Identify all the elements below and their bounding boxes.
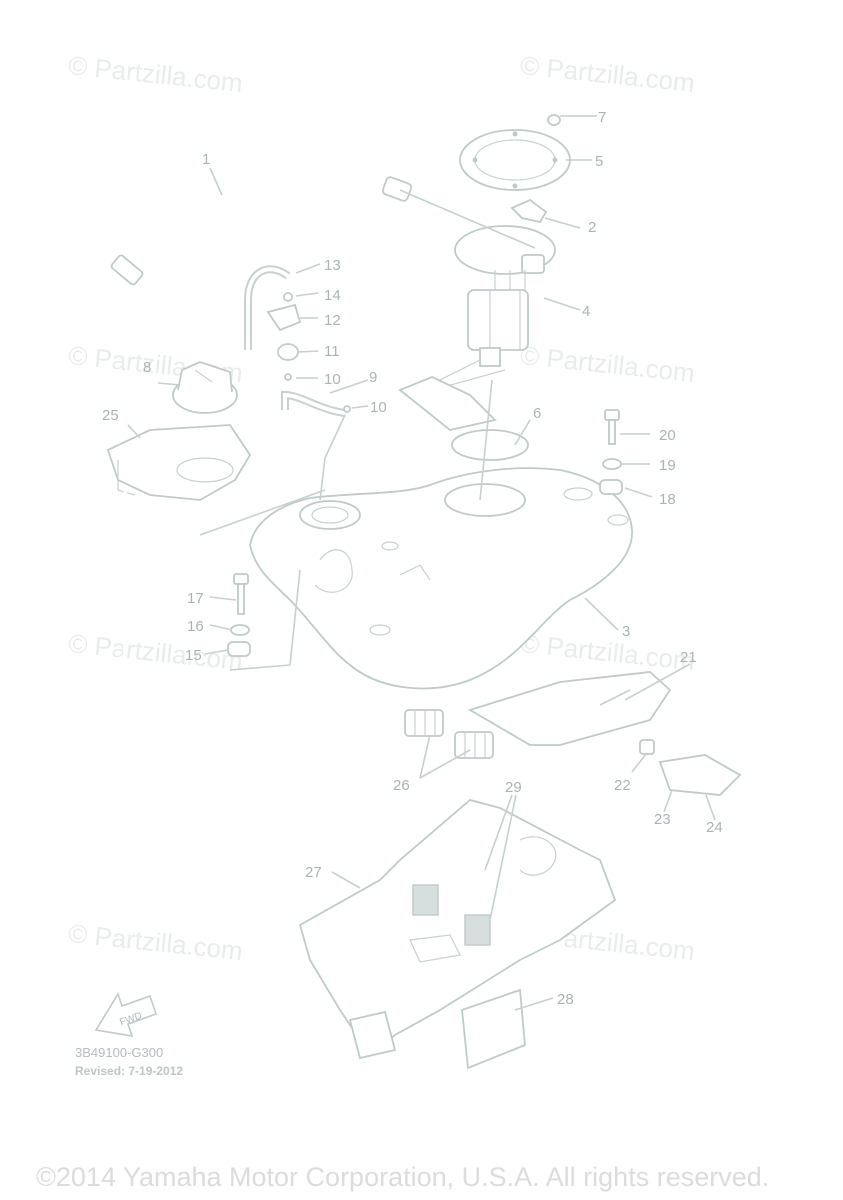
part-number[interactable]: 4: [582, 303, 590, 320]
tank-cover-panel[interactable]: [298, 799, 617, 1060]
part-number[interactable]: 2: [588, 219, 596, 236]
part-number[interactable]: 6: [533, 405, 541, 422]
part-number[interactable]: 23: [654, 811, 671, 828]
part-number[interactable]: 19: [659, 457, 676, 474]
fuel-pump-assembly[interactable]: [398, 225, 556, 431]
part-number[interactable]: 11: [324, 343, 340, 360]
cap-nut[interactable]: [547, 114, 561, 126]
fuel-tank-cap[interactable]: [172, 361, 238, 414]
part-number[interactable]: 9: [369, 369, 377, 386]
cap-cover[interactable]: [106, 424, 252, 501]
part-number[interactable]: 20: [659, 427, 676, 444]
leader-lines: [127, 115, 716, 1011]
part-number[interactable]: 18: [659, 491, 676, 508]
retaining-ring[interactable]: [459, 129, 571, 191]
part-number[interactable]: 12: [324, 312, 341, 329]
part-number[interactable]: 24: [706, 819, 723, 836]
plate[interactable]: [467, 671, 672, 746]
part-number[interactable]: 13: [324, 257, 341, 274]
washer[interactable]: [602, 458, 622, 470]
pad[interactable]: [461, 988, 526, 1070]
bolt-lower[interactable]: [233, 573, 249, 615]
part-number[interactable]: 7: [598, 109, 606, 126]
gasket[interactable]: [451, 429, 529, 461]
copyright-notice: ©2014 Yamaha Motor Corporation, U.S.A. A…: [36, 1162, 770, 1192]
part-number[interactable]: 25: [102, 407, 119, 424]
washer-lower[interactable]: [230, 624, 250, 636]
part-number[interactable]: 16: [187, 618, 204, 635]
part-number[interactable]: 14: [324, 287, 341, 304]
cover-bracket[interactable]: [658, 754, 742, 796]
fuel-tank[interactable]: [249, 467, 633, 690]
part-number[interactable]: 22: [614, 777, 631, 794]
damper-lower[interactable]: [227, 641, 251, 657]
breather-hose[interactable]: [110, 176, 413, 288]
part-number[interactable]: 21: [680, 649, 697, 666]
part-number[interactable]: 10: [370, 399, 387, 416]
part-number[interactable]: 15: [185, 647, 202, 664]
hose-connector[interactable]: [510, 198, 548, 224]
part-number[interactable]: 28: [557, 991, 574, 1008]
part-number-labels: 1 2 3 4 5 6 7 8 9 10 10 11 12 13 14 15 1…: [102, 109, 723, 1008]
part-number[interactable]: 10: [324, 371, 341, 388]
diagram-code: 3B49100-G300: [75, 1045, 164, 1060]
part-number[interactable]: 27: [305, 864, 322, 881]
rubber-damper[interactable]: [404, 709, 494, 759]
part-number[interactable]: 3: [622, 623, 630, 640]
screw[interactable]: [639, 739, 655, 755]
part-number[interactable]: 1: [202, 151, 210, 168]
damper[interactable]: [599, 479, 623, 495]
part-number[interactable]: 8: [143, 359, 151, 376]
part-number[interactable]: 29: [505, 779, 522, 796]
fwd-arrow-icon: FWD: [94, 992, 158, 1038]
part-number[interactable]: 26: [393, 777, 410, 794]
part-number[interactable]: 5: [595, 153, 603, 170]
revision-date: Revised: 7-19-2012: [75, 1064, 184, 1078]
part-number[interactable]: 17: [187, 590, 204, 607]
hose-set[interactable]: [244, 265, 351, 417]
bolt[interactable]: [604, 409, 620, 445]
